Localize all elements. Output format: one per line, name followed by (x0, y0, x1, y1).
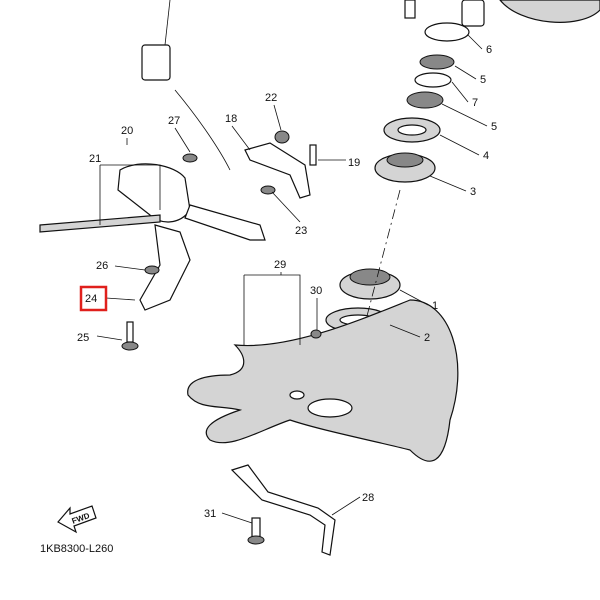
switch-assembly (39, 153, 266, 351)
callout-27[interactable]: 27 (168, 115, 180, 127)
callout-19[interactable]: 19 (348, 157, 360, 169)
callout-20[interactable]: 20 (121, 125, 133, 137)
callout-31[interactable]: 31 (204, 508, 216, 520)
diagram-code: 1KB8300-L260 (40, 543, 113, 555)
callout-18[interactable]: 18 (225, 113, 237, 125)
callout-30[interactable]: 30 (310, 285, 322, 297)
callout-4[interactable]: 4 (483, 150, 489, 162)
callout-23[interactable]: 23 (295, 225, 307, 237)
callout-26[interactable]: 26 (96, 260, 108, 272)
callout-2[interactable]: 2 (424, 332, 430, 344)
callout-21[interactable]: 21 (89, 153, 101, 165)
callout-6[interactable]: 6 (486, 44, 492, 56)
leader-lines (96, 34, 488, 524)
callout-7[interactable]: 7 (472, 97, 478, 109)
top-triple-clamp (404, 0, 600, 27)
ignition-wire (141, 0, 231, 171)
callout-25[interactable]: 25 (77, 332, 89, 344)
callout-5b[interactable]: 5 (491, 121, 497, 133)
bracket-28 (230, 464, 336, 556)
callout-22[interactable]: 22 (265, 92, 277, 104)
under-bracket (187, 299, 459, 462)
fwd-arrow-icon: FWD (57, 505, 97, 534)
callout-5a[interactable]: 5 (480, 74, 486, 86)
bracket-18 (244, 130, 317, 199)
callout-3[interactable]: 3 (470, 186, 476, 198)
callout-1[interactable]: 1 (432, 300, 438, 312)
highlight-box (79, 285, 108, 312)
callout-29[interactable]: 29 (274, 259, 286, 271)
callout-24[interactable]: 24 (85, 293, 97, 305)
callout-28[interactable]: 28 (362, 492, 374, 504)
